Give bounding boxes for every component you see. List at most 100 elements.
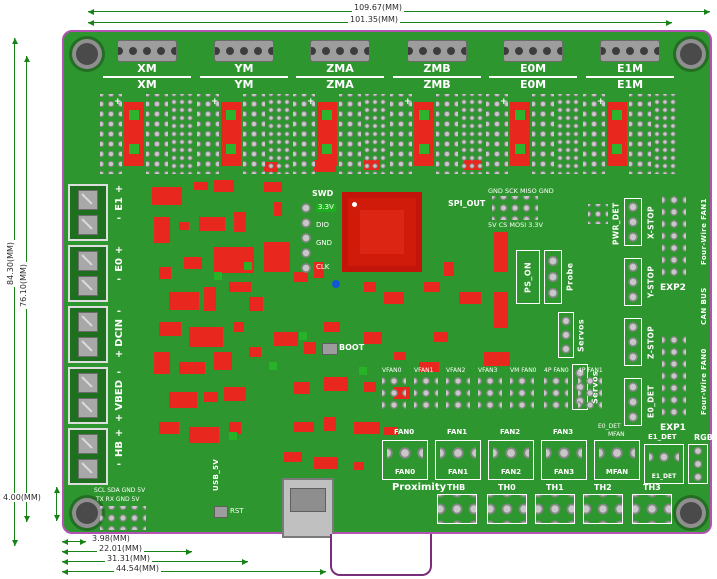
swd-pins[interactable] <box>300 202 312 274</box>
x-stop-connector[interactable] <box>624 198 642 246</box>
z-stop-connector[interactable] <box>624 318 642 366</box>
pad-array <box>267 94 291 174</box>
driver-socket[interactable]: + <box>485 94 581 174</box>
dimension-line-corner <box>53 487 60 521</box>
fan1-connector[interactable]: FAN1 <box>435 440 481 480</box>
status-led <box>332 280 340 288</box>
four-wire-fan0-label: Four-Wire FAN0 <box>700 348 708 416</box>
pcb-board: XM XM + YM YM + ZMA <box>62 30 713 538</box>
usb-connector[interactable] <box>282 478 334 538</box>
th1-connector[interactable] <box>535 494 575 524</box>
mfan-small-label: MFAN <box>608 431 625 438</box>
power-terminal[interactable] <box>68 428 108 485</box>
copper-pad-area: + <box>114 97 144 166</box>
uart-header-pins[interactable] <box>100 506 146 530</box>
polarity-mark: + <box>211 97 219 107</box>
fan0-label: FAN0 <box>394 428 415 436</box>
reset-label: RST <box>230 507 244 515</box>
th0-connector[interactable] <box>487 494 527 524</box>
polarity-mark: + <box>114 97 122 107</box>
probe-label: Probe <box>565 262 575 292</box>
ps-on-connector[interactable]: PS_ON <box>516 250 540 304</box>
mcu-chip <box>342 192 422 272</box>
th3-connector[interactable] <box>632 494 672 524</box>
vfan-pad-group[interactable] <box>510 376 534 410</box>
power-terminal-label: + E1 - <box>112 184 126 224</box>
mfan-connector[interactable]: MFAN <box>594 440 640 480</box>
y-stop-connector[interactable] <box>624 258 642 306</box>
dimension-label-top-inner: 101.35(MM) <box>348 15 401 24</box>
terminal-name: VBED <box>113 380 125 411</box>
pad-array <box>197 94 219 174</box>
e0-det-connector[interactable] <box>624 378 642 426</box>
stepper-driver-group: ZMA ZMA + <box>292 40 388 174</box>
servos-connector[interactable] <box>558 312 574 358</box>
pwr-det-pads[interactable] <box>588 204 608 224</box>
polarity-mark: + <box>500 97 508 107</box>
dimension-label-left-inner: 76.10(MM) <box>19 262 28 309</box>
motor-connector[interactable] <box>310 40 370 62</box>
thb-connector[interactable] <box>437 494 477 524</box>
sd-card-slot[interactable] <box>330 534 432 576</box>
dimension-label-bottom-3: 31.31(MM) <box>105 554 152 563</box>
screw-pad <box>78 397 98 418</box>
motor-connector[interactable] <box>600 40 660 62</box>
driver-socket[interactable]: + <box>582 94 678 174</box>
spi-header-pins[interactable] <box>492 196 538 220</box>
copper-pad <box>419 144 429 154</box>
driver-socket[interactable]: + <box>292 94 388 174</box>
motor-connector[interactable] <box>117 40 177 62</box>
motor-connector-label: ZMA <box>326 62 354 75</box>
can-bus-label: CAN BUS <box>700 287 708 325</box>
fan0-4p-label: 4P FAN0 <box>544 367 569 374</box>
driver-socket[interactable]: + <box>196 94 292 174</box>
fan3-connector[interactable]: FAN3 <box>541 440 587 480</box>
rgb-connector[interactable] <box>688 444 708 484</box>
stepper-driver-group: XM XM + <box>99 40 195 174</box>
dimension-line-left-outer <box>11 38 18 546</box>
pad-array <box>629 94 651 174</box>
reset-button[interactable] <box>214 506 228 518</box>
e0-det-label: E0_DET <box>646 385 656 419</box>
polarity-bottom: + <box>114 412 124 424</box>
vfan-pad-group[interactable] <box>446 376 470 410</box>
vfan-pad-group[interactable] <box>578 376 602 410</box>
polarity-bottom: - <box>116 212 122 224</box>
motor-connector[interactable] <box>214 40 274 62</box>
vfan-pad-group[interactable] <box>414 376 438 410</box>
exp2-header[interactable] <box>662 192 686 280</box>
pad-array <box>339 94 361 174</box>
polarity-top: + <box>114 428 124 439</box>
e1-det-connector[interactable]: E1_DET <box>644 444 684 484</box>
th2-connector[interactable] <box>583 494 623 524</box>
motor-connector[interactable] <box>503 40 563 62</box>
vfan-pad-group[interactable] <box>382 376 406 410</box>
copper-pad-area: + <box>597 97 627 166</box>
power-terminal[interactable] <box>68 367 108 424</box>
vfan-pad-group[interactable] <box>478 376 502 410</box>
exp1-header[interactable] <box>662 332 686 420</box>
pad-array <box>440 444 476 462</box>
driver-socket[interactable]: + <box>99 94 195 174</box>
pwr-det-label: PWR_DET <box>611 202 621 246</box>
power-terminal[interactable] <box>68 184 108 241</box>
power-terminal[interactable] <box>68 306 108 363</box>
copper-pad <box>226 110 236 120</box>
power-terminal[interactable] <box>68 245 108 302</box>
copper-pad <box>322 110 332 120</box>
fan0-connector[interactable]: FAN0 <box>382 440 428 480</box>
vfan-pad-group[interactable] <box>544 376 568 410</box>
vfan3-label: VFAN3 <box>478 367 498 374</box>
z-stop-label: Z-STOP <box>646 325 656 359</box>
screw-pad <box>78 251 98 272</box>
driver-socket[interactable]: + <box>389 94 485 174</box>
dimension-label-bottom-2: 22.01(MM) <box>97 544 144 553</box>
pad-array <box>649 448 679 466</box>
copper-pad <box>515 110 525 120</box>
motor-connector[interactable] <box>407 40 467 62</box>
vfan1-label: VFAN1 <box>414 367 434 374</box>
boot-button[interactable] <box>322 343 338 355</box>
probe-connector[interactable] <box>544 250 562 304</box>
fan2-connector[interactable]: FAN2 <box>488 440 534 480</box>
silkscreen-divider <box>200 76 288 78</box>
